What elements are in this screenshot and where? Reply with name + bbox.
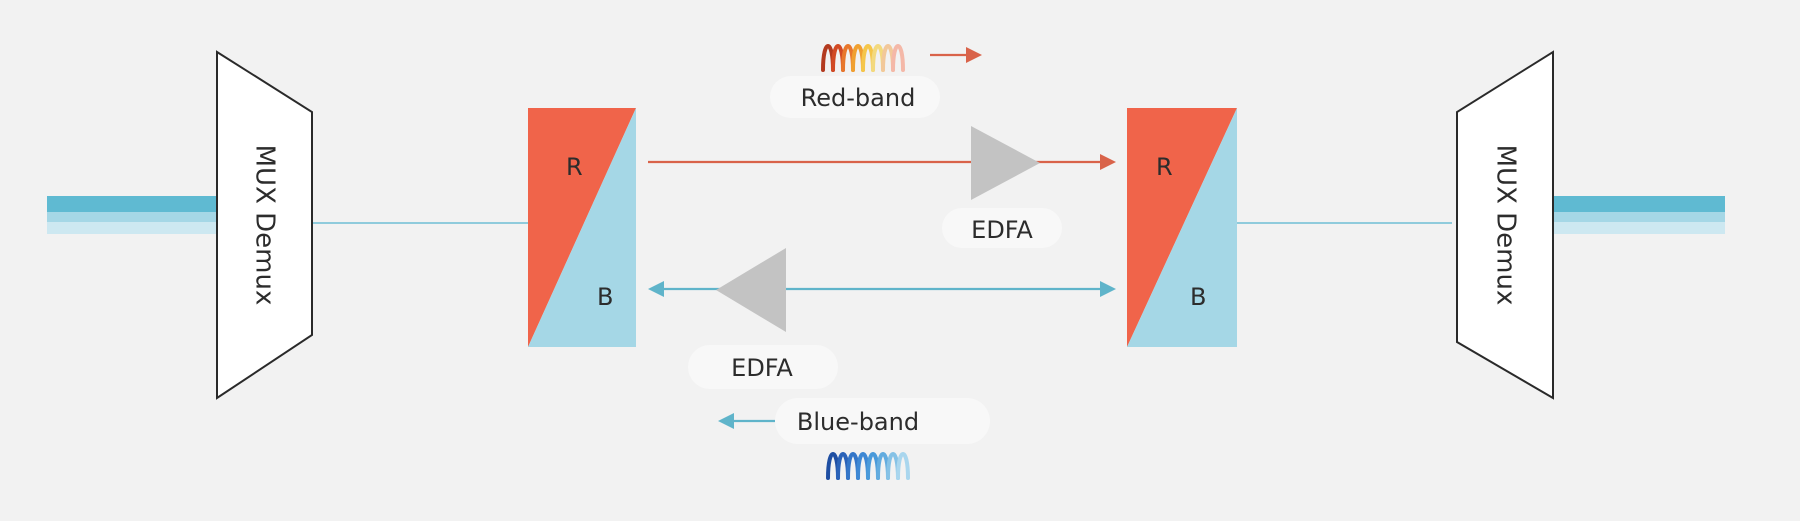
blue-band-arrow — [718, 413, 734, 429]
filter-left-blue-label: B — [597, 283, 613, 311]
filter-right-blue-label: B — [1190, 283, 1206, 311]
left-trunk-fiber — [47, 196, 217, 234]
red-band-label: Red-band — [801, 84, 916, 112]
edfa-bottom-label: EDFA — [731, 354, 793, 382]
edfa-bottom-label-pill — [688, 345, 838, 389]
edfa-top-amplifier — [971, 126, 1040, 200]
band-filter-right: R B — [1127, 108, 1237, 347]
edfa-top-label: EDFA — [971, 216, 1033, 244]
mux-demux-left-label: MUX Demux — [250, 145, 280, 306]
red-wave-icon — [821, 44, 905, 72]
right-trunk-fiber — [1553, 196, 1725, 234]
red-band-label-pill — [770, 76, 940, 118]
band-filter-left: R B — [528, 108, 636, 347]
red-band-legend: Red-band — [770, 44, 982, 118]
red-band-arrow — [966, 47, 982, 63]
mux-demux-right: MUX Demux — [1456, 50, 1554, 400]
blue-band-label-pill — [775, 398, 990, 444]
blue-path-arrowhead-left — [648, 281, 664, 297]
blue-path-arrowhead-right — [1100, 281, 1116, 297]
mux-demux-left: MUX Demux — [216, 50, 313, 400]
blue-band-label: Blue-band — [797, 408, 919, 436]
filter-left-red-label: R — [566, 153, 583, 181]
filter-right-red-label: R — [1156, 153, 1173, 181]
edfa-top-label-pill — [942, 208, 1062, 248]
mux-demux-right-label: MUX Demux — [1491, 145, 1521, 306]
edfa-bottom-amplifier — [716, 248, 786, 332]
blue-band-legend: Blue-band — [718, 398, 990, 480]
blue-wave-icon — [826, 452, 910, 480]
red-path-arrowhead — [1100, 154, 1116, 170]
